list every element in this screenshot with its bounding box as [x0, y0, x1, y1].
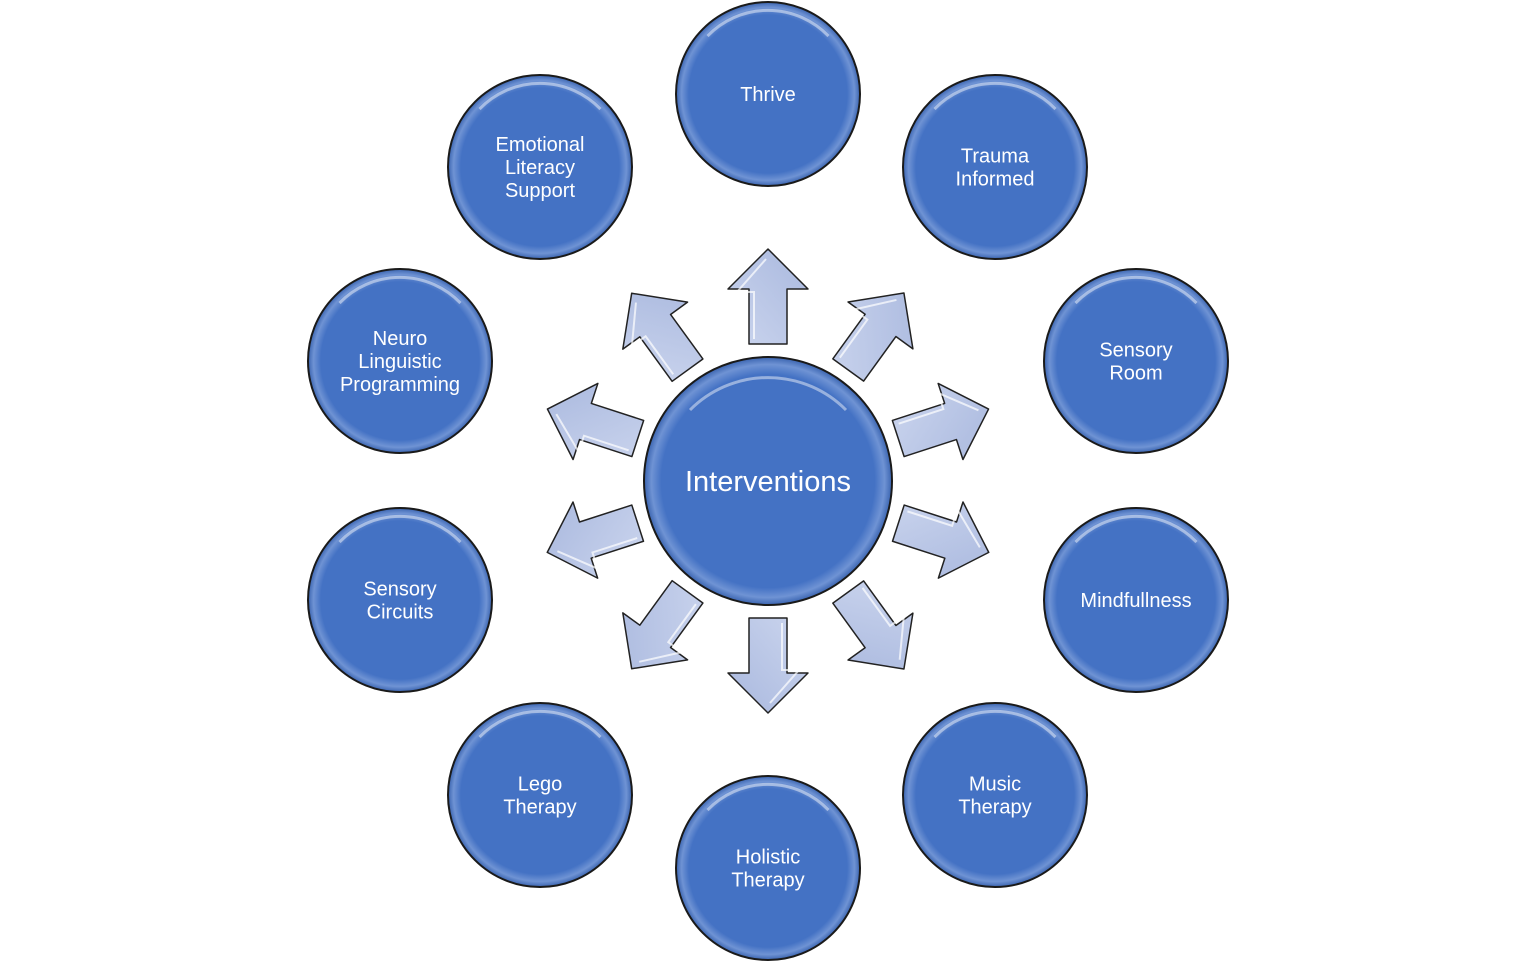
arrow-to-emotional-literacy-support [622, 292, 704, 383]
arrow-to-trauma-informed [832, 292, 914, 382]
node-label-line: Informed [956, 169, 1035, 191]
arrow-highlight [898, 391, 979, 425]
node-highlight [1074, 275, 1198, 305]
node-label-line: Support [505, 180, 575, 202]
node-label-line: Programming [340, 374, 460, 396]
node-circle [447, 702, 633, 888]
arrow-to-music-therapy [832, 580, 914, 670]
node-label-line: Therapy [958, 797, 1031, 819]
node-label-line: Linguistic [358, 351, 441, 373]
node-label-line: Therapy [503, 797, 576, 819]
node-highlight [478, 709, 602, 739]
node-label-line: Thrive [740, 84, 796, 106]
node-label-line: Room [1109, 363, 1162, 385]
node-circle [902, 74, 1088, 260]
node-circle [1043, 507, 1229, 693]
node-circle [675, 775, 861, 961]
node-highlight [478, 81, 602, 111]
node-highlight [1074, 514, 1198, 544]
node-label-line: Therapy [731, 870, 804, 892]
arrow-highlight [907, 507, 981, 548]
node-label-line: Mindfullness [1080, 590, 1191, 612]
arrow-highlight [769, 623, 802, 704]
node-label-line: Neuro [373, 328, 427, 350]
arrow-highlight [630, 302, 675, 375]
arrow-to-holistic-therapy [727, 617, 809, 714]
arrow-to-lego-therapy [622, 579, 704, 670]
arrow-to-neuro-linguistic-programming [546, 382, 645, 461]
node-label-line: Holistic [736, 847, 800, 869]
center-node: Interventions [643, 356, 893, 606]
node-circle [675, 1, 861, 187]
arrow-highlight [638, 603, 697, 663]
nodes: ThriveTraumaInformedSensoryRoomMindfulln… [307, 1, 1229, 961]
arrow-to-sensory-circuits [546, 501, 645, 579]
node-highlight [706, 782, 830, 812]
node-circle [307, 507, 493, 693]
node-label-line: Lego [518, 774, 563, 796]
arrow-to-sensory-room [891, 382, 990, 461]
arrow-to-thrive [727, 248, 809, 345]
arrow-highlight [555, 413, 629, 455]
node-label-line: Circuits [367, 602, 434, 624]
arrow-highlight [734, 258, 767, 339]
node-label-line: Literacy [505, 157, 575, 179]
center-label: Interventions [685, 466, 851, 498]
node-highlight [338, 514, 462, 544]
arrow-highlight [839, 298, 897, 359]
node-label-line: Sensory [1099, 340, 1172, 362]
node-highlight [933, 81, 1057, 111]
arrows [546, 248, 990, 714]
node-circle [902, 702, 1088, 888]
node-mindfullness: Mindfullness [1043, 507, 1229, 693]
node-label-line: Sensory [363, 579, 436, 601]
arrow-to-mindfullness [891, 501, 990, 579]
node-label-line: Trauma [961, 146, 1030, 168]
node-thrive: Thrive [675, 1, 861, 187]
node-label-line: Emotional [496, 134, 585, 156]
arrow-highlight [556, 537, 638, 571]
node-highlight [338, 275, 462, 305]
node-highlight [933, 709, 1057, 739]
node-circle [447, 74, 633, 260]
arrow-highlight [861, 587, 906, 660]
node-circle [1043, 268, 1229, 454]
node-circle [307, 268, 493, 454]
node-label-line: Music [969, 774, 1021, 796]
node-highlight [706, 8, 830, 38]
